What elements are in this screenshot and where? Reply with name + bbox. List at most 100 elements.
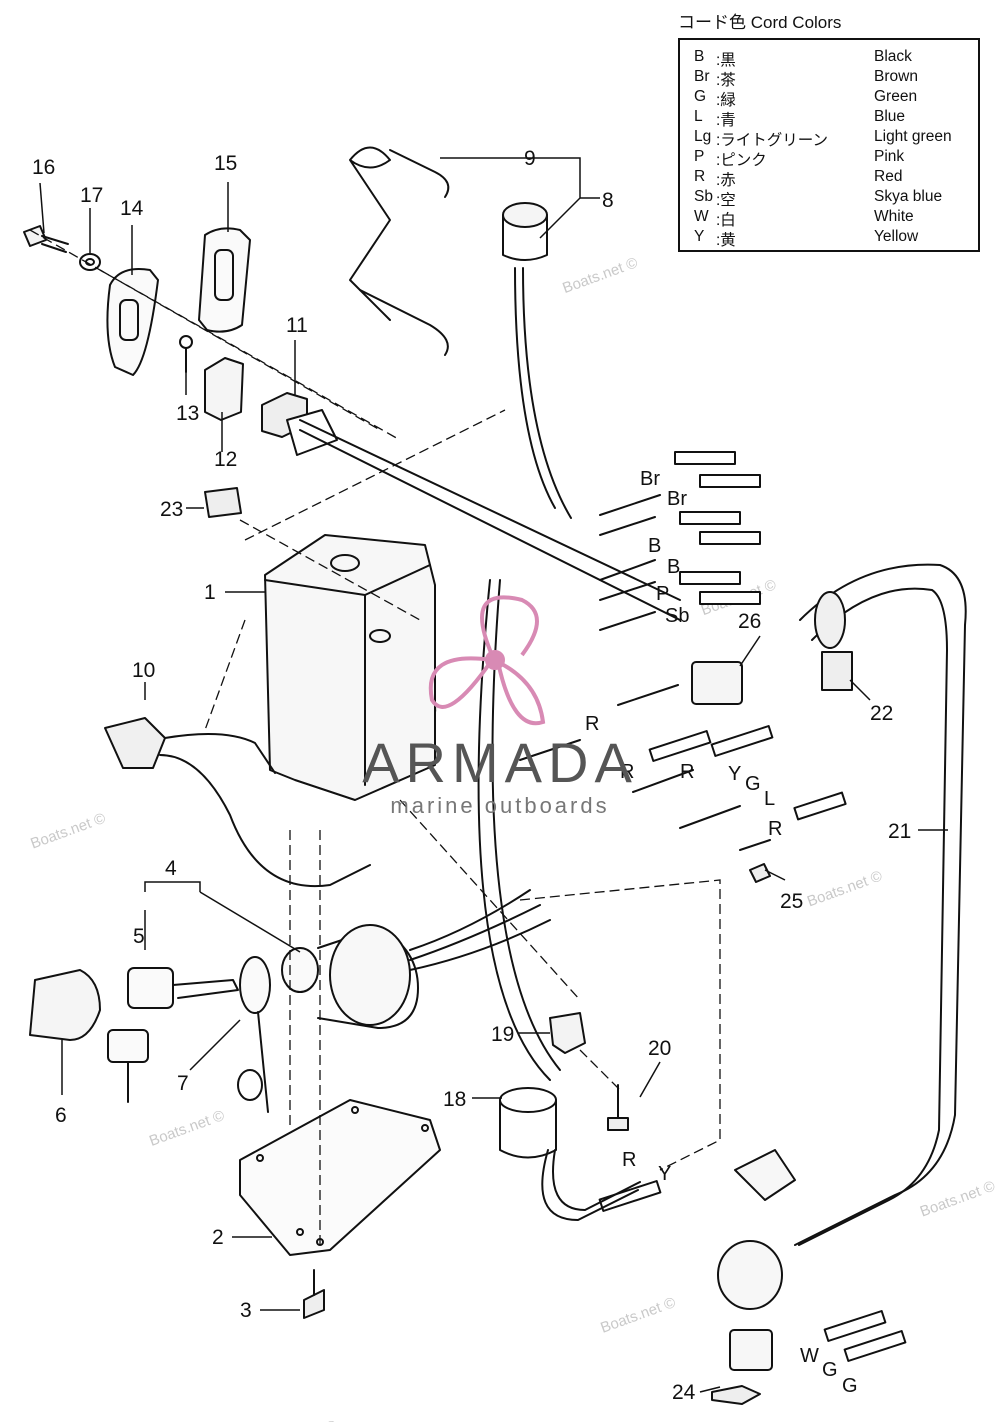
screw-part-3 — [303, 1269, 325, 1319]
wire-label: P — [656, 583, 669, 605]
legend-jp: :赤 — [716, 172, 736, 189]
terminal-part-24 — [711, 1385, 761, 1405]
wire-labels: Br Br B B P Sb R R R Y G L R R Y W G G — [585, 468, 858, 1397]
tag-part-22 — [821, 651, 853, 691]
legend-code: Y — [694, 228, 705, 245]
legend-code: B — [694, 48, 705, 65]
watermark: Boats.net © — [147, 1107, 227, 1150]
callout-26: 26 — [738, 610, 761, 633]
callout-4: 4 — [165, 857, 177, 880]
cap-part-6 — [29, 969, 101, 1041]
callout-8: 8 — [602, 189, 614, 212]
callout-1: 1 — [204, 581, 216, 604]
legend-jp: :青 — [716, 112, 736, 129]
legend-code: Lg — [694, 128, 712, 145]
wire-label: Br — [640, 468, 660, 490]
legend-en: Black — [874, 48, 912, 65]
legend-title: コード色 Cord Colors — [678, 13, 842, 32]
key-part-5 — [107, 967, 239, 1103]
wire-label: Sb — [665, 605, 689, 627]
connector-part-10 — [104, 717, 276, 774]
callout-14: 14 — [120, 197, 144, 220]
washer-part-17 — [79, 253, 101, 271]
callout-12: 12 — [214, 448, 237, 471]
gasket-part-2 — [239, 1099, 441, 1256]
wire-label: G — [745, 773, 761, 795]
legend-en: Yellow — [874, 228, 919, 245]
legend-row: Y :黄 Yellow — [694, 228, 974, 249]
wire-label: L — [764, 788, 775, 810]
callout-21: 21 — [888, 820, 911, 843]
plate-part-14 — [106, 268, 159, 376]
watermarks: Boats.net © Boats.net © Boats.net © Boat… — [0, 254, 997, 1422]
callout-5: 5 — [133, 925, 145, 948]
callout-10: 10 — [132, 659, 155, 682]
callout-11: 11 — [286, 314, 308, 337]
callout-25: 25 — [780, 890, 803, 913]
brand-subtitle: marine outboards — [390, 793, 610, 818]
callout-22: 22 — [870, 702, 893, 725]
switch-part-8 — [502, 202, 572, 519]
wire-label: R — [768, 818, 782, 840]
legend-en: White — [874, 208, 914, 225]
legend-jp: :白 — [716, 212, 736, 229]
wire-label: G — [842, 1375, 858, 1397]
wire-label: R — [620, 761, 634, 783]
bolt-part-20 — [607, 1084, 629, 1131]
tag-part-23 — [204, 487, 242, 518]
brand-logo — [428, 595, 546, 726]
callout-3: 3 — [240, 1299, 252, 1322]
wire-label: W — [800, 1345, 819, 1367]
callouts: 1 2 3 4 5 6 7 8 9 10 11 12 13 14 15 16 1… — [32, 147, 911, 1404]
legend-code: Sb — [694, 188, 713, 205]
callout-13: 13 — [176, 402, 199, 425]
wire-label: B — [648, 535, 661, 557]
legend-en: Pink — [874, 148, 905, 165]
wire-label: R — [585, 713, 599, 735]
callout-23: 23 — [160, 498, 183, 521]
watermark: Boats.net © — [560, 254, 640, 297]
legend-en: Brown — [874, 68, 918, 85]
wire-label: R — [680, 761, 694, 783]
callout-17: 17 — [80, 184, 103, 207]
control-box-part-1 — [264, 534, 436, 801]
clamp-part-18 — [499, 1087, 557, 1159]
callout-15: 15 — [214, 152, 237, 175]
legend-en: Green — [874, 88, 918, 105]
rivet-part-25 — [749, 863, 771, 883]
bolt-part-16 — [23, 225, 69, 253]
wire-terminals — [519, 451, 907, 1362]
legend-en: Skya blue — [874, 188, 943, 205]
callout-9: 9 — [524, 147, 536, 170]
watermark: Boats.net © — [28, 810, 108, 853]
bracket-part-19 — [549, 1012, 586, 1054]
brand-name: ARMADA — [362, 731, 638, 794]
legend-en: Red — [874, 168, 903, 185]
legend-jp: :黄 — [716, 232, 736, 249]
watermark: Boats.net © — [598, 1294, 678, 1337]
callout-2: 2 — [212, 1226, 224, 1249]
legend-code: G — [694, 88, 707, 105]
wire-label: Y — [728, 763, 741, 785]
legend-en: Light green — [874, 128, 952, 145]
harness-connectors — [717, 1149, 796, 1371]
switch-part-11 — [261, 392, 338, 456]
legend-jp: :茶 — [716, 72, 736, 89]
wire-label: B — [667, 556, 680, 578]
wire-label: R — [622, 1149, 636, 1171]
callout-20: 20 — [648, 1037, 671, 1060]
key-switch-part-4 — [281, 889, 551, 1029]
legend-code: L — [694, 108, 703, 125]
callout-19: 19 — [491, 1023, 514, 1046]
callout-24: 24 — [672, 1381, 696, 1404]
callout-16: 16 — [32, 156, 55, 179]
